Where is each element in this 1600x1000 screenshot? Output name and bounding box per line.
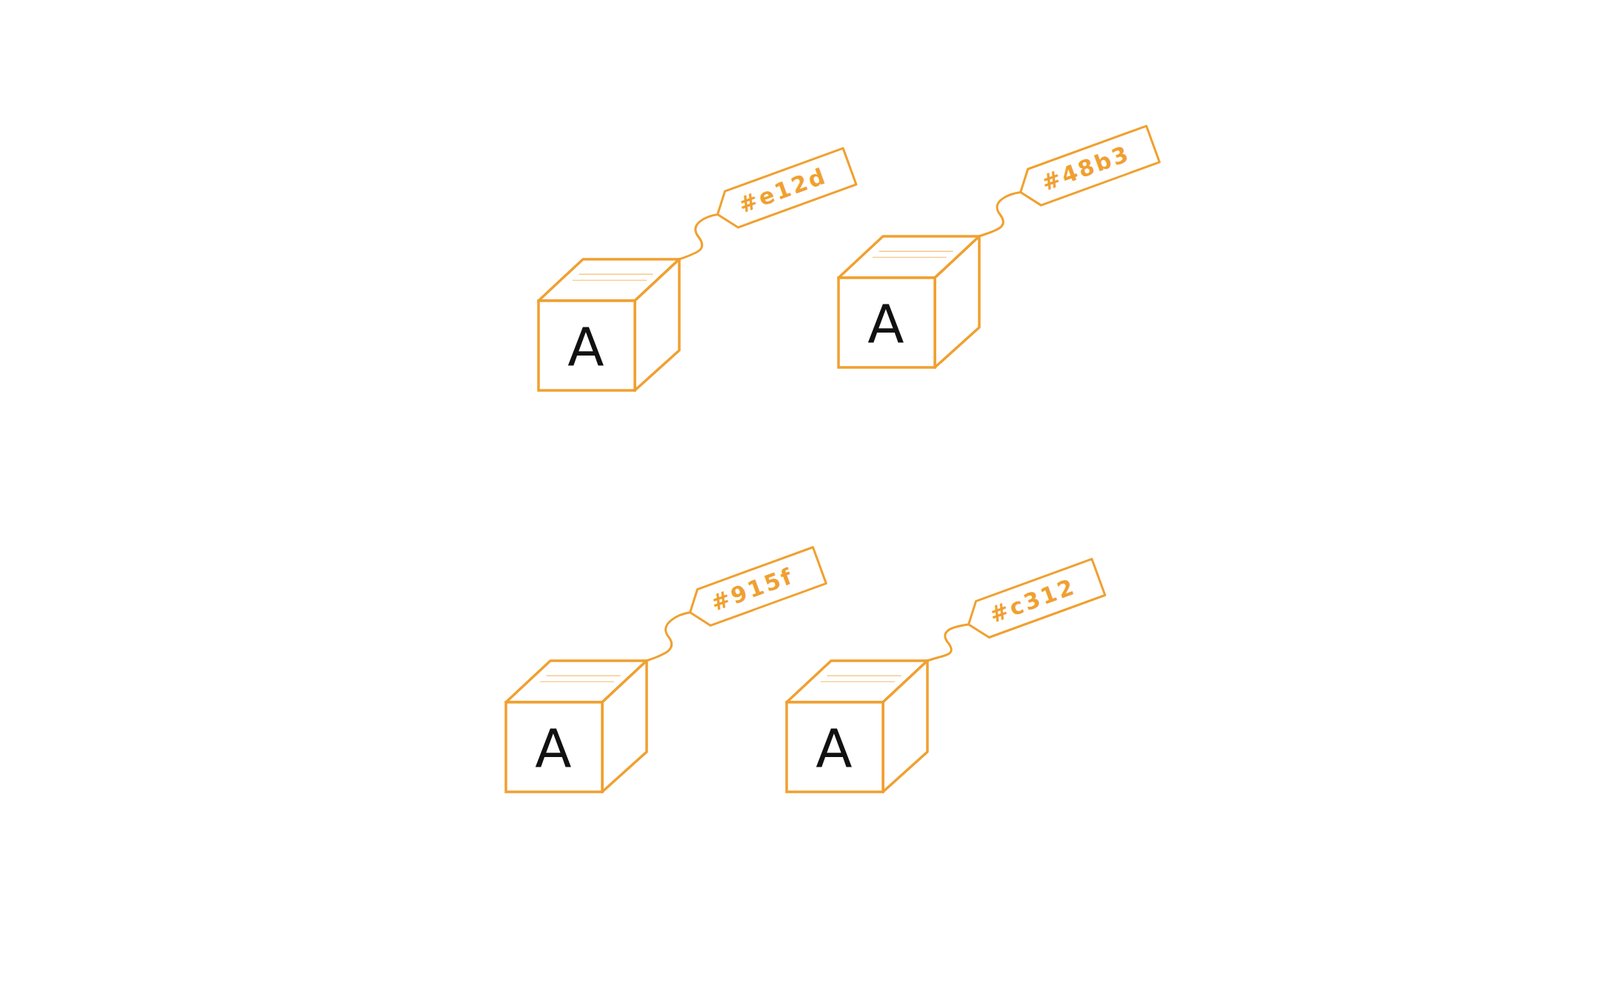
tag-string bbox=[979, 192, 1021, 237]
cube-box: A bbox=[537, 257, 681, 392]
hash-tag: #c312 bbox=[960, 557, 1107, 645]
box-letter: A bbox=[867, 297, 904, 351]
cube-outline bbox=[837, 234, 981, 369]
box-letter: A bbox=[567, 320, 604, 374]
box-letter: A bbox=[815, 721, 852, 775]
hash-tag: #915f bbox=[681, 545, 829, 633]
cube-box: A bbox=[785, 659, 929, 794]
tag-string bbox=[646, 612, 691, 661]
cube-outline bbox=[504, 659, 649, 794]
cube-outline bbox=[537, 257, 681, 392]
tag-string bbox=[927, 624, 969, 661]
cube-outline bbox=[785, 659, 929, 794]
cube-box: A bbox=[837, 234, 981, 369]
tag-string bbox=[679, 214, 718, 260]
cube-box: A bbox=[504, 659, 649, 794]
box-letter: A bbox=[534, 721, 572, 775]
hash-tag: #48b3 bbox=[1011, 123, 1162, 212]
hash-tag: #e12d bbox=[708, 146, 858, 235]
